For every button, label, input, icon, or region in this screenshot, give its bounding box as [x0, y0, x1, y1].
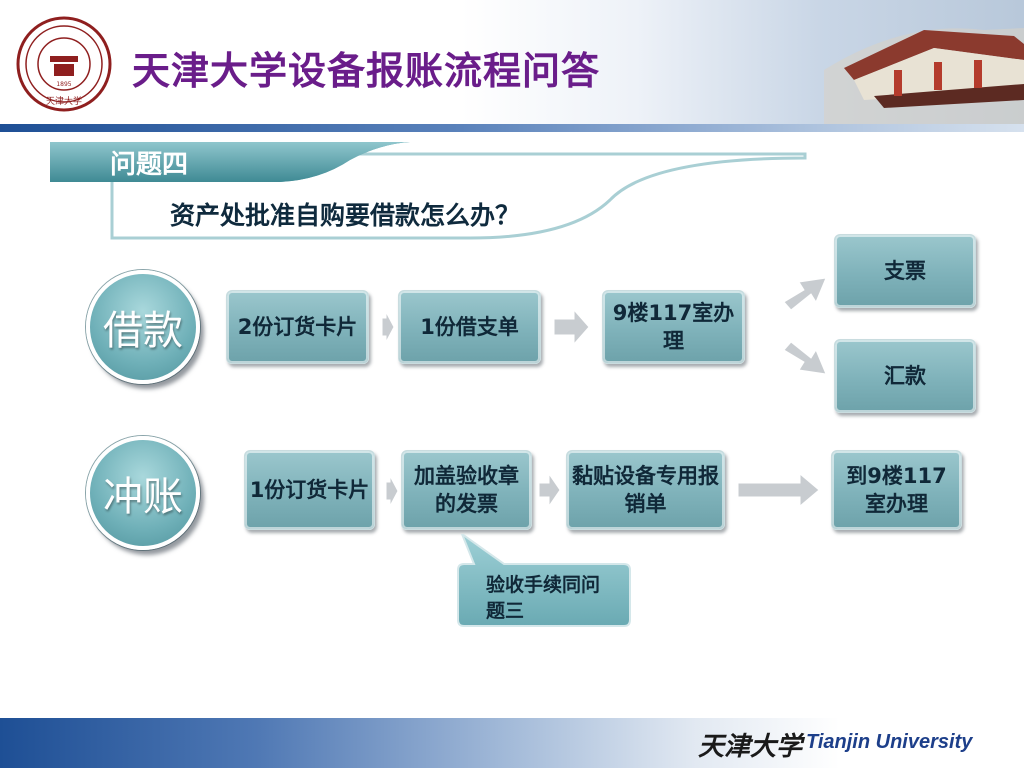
settle-step-1-box: 1份订货卡片	[244, 450, 375, 530]
footer-bar	[0, 718, 1024, 768]
loan-step-2-box: 1份借支单	[398, 290, 541, 364]
arrow-right-icon	[381, 312, 395, 342]
settle-label: 冲账	[103, 474, 183, 520]
arrow-down-right-icon	[783, 341, 827, 375]
note-callout	[457, 534, 631, 627]
settle-step-4-box: 到9楼117室办理	[831, 450, 962, 530]
footer-english-name: Tianjin University	[806, 731, 973, 753]
header-stripe	[0, 124, 1024, 132]
seal-text: 天津大学	[46, 95, 82, 107]
footer-chinese-name: 天津大学	[698, 732, 803, 762]
arrow-right-icon	[738, 474, 820, 506]
university-seal-icon: 天津大学 1895	[16, 16, 112, 112]
question-text: 资产处批准自购要借款怎么办？	[170, 201, 521, 230]
arrow-up-right-icon	[783, 277, 827, 311]
arrow-right-icon	[539, 474, 561, 506]
building-roof-icon	[824, 28, 1024, 124]
settle-step-3-box: 黏贴设备专用报销单	[566, 450, 725, 530]
loan-circle: 借款	[86, 270, 200, 384]
arrow-right-icon	[554, 310, 590, 344]
loan-label: 借款	[103, 308, 183, 354]
seal-year: 1895	[56, 81, 71, 88]
loan-step-1-box: 2份订货卡片	[226, 290, 369, 364]
note-text: 验收手续同问题三	[486, 574, 601, 622]
loan-step-3-box: 9楼117室办理	[602, 290, 745, 364]
loan-outcome-cheque-box: 支票	[834, 234, 976, 308]
settle-circle: 冲账	[86, 436, 200, 550]
loan-outcome-transfer-box: 汇款	[834, 339, 976, 413]
arrow-right-icon	[385, 476, 399, 506]
question-tab	[50, 142, 807, 240]
page-title: 天津大学设备报账流程问答	[132, 49, 601, 93]
question-label: 问题四	[110, 150, 189, 180]
settle-step-2-box: 加盖验收章的发票	[401, 450, 532, 530]
